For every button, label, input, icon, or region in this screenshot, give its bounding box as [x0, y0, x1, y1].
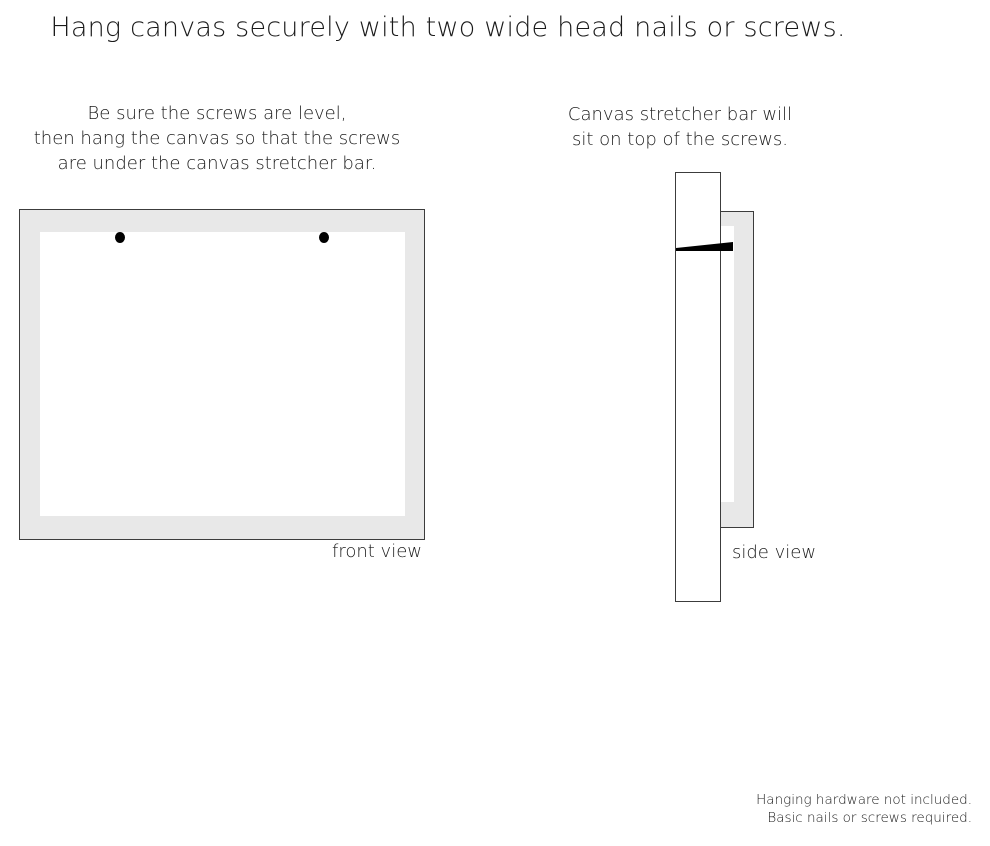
- canvas-front-face: [40, 232, 405, 516]
- right-screw-icon: [319, 232, 329, 243]
- hardware-note: Hanging hardware not included. Basic nai…: [756, 791, 972, 827]
- front-view-caption: Be sure the screws are level, then hang …: [18, 101, 416, 176]
- canvas-side-inner: [721, 226, 734, 502]
- front-view-caption-line: then hang the canvas so that the screws: [33, 128, 401, 149]
- side-view-caption-line: sit on top of the screws.: [571, 129, 789, 150]
- front-view-caption-line: are under the canvas stretcher bar.: [57, 153, 377, 174]
- page-title: Hang canvas securely with two wide head …: [50, 12, 846, 43]
- front-view-label: front view: [332, 541, 422, 562]
- hardware-note-line: Basic nails or screws required.: [767, 810, 972, 826]
- hardware-note-line: Hanging hardware not included.: [756, 792, 972, 808]
- side-view-diagram: [675, 172, 754, 602]
- front-view-caption-line: Be sure the screws are level,: [87, 103, 347, 124]
- left-screw-icon: [115, 232, 125, 243]
- side-view-caption-line: Canvas stretcher bar will: [567, 104, 793, 125]
- canvas-front-frame: [19, 209, 425, 540]
- wall-panel: [675, 172, 721, 602]
- side-view-label: side view: [732, 542, 817, 563]
- screw-side-icon: [676, 242, 733, 251]
- side-view-caption: Canvas stretcher bar will sit on top of …: [530, 102, 830, 152]
